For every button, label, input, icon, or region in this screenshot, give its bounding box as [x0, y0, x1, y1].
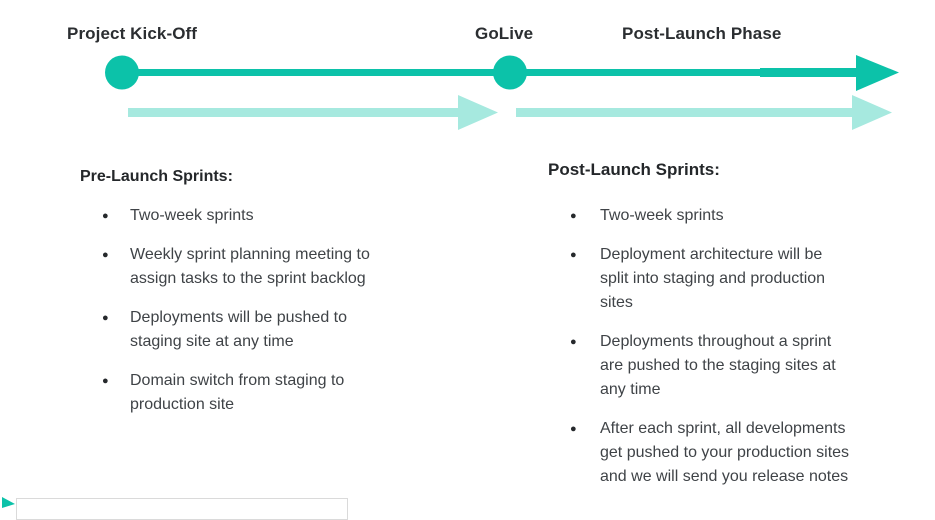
- cropped-textbox[interactable]: [16, 498, 348, 520]
- post-launch-bullet-list: ● Two-week sprints ● Deployment architec…: [548, 204, 898, 489]
- prelaunch-arrowhead-icon: [458, 95, 498, 130]
- postlaunch-arrowhead-icon: [852, 95, 892, 130]
- bullet-icon: ●: [570, 210, 577, 222]
- milestone-label-golive: GoLive: [475, 24, 534, 43]
- timeline-graphic: [105, 55, 899, 130]
- bullet-text: Deployment architecture will be split in…: [600, 246, 826, 311]
- pre-launch-bullet-list: ● Two-week sprints ● Weekly sprint plann…: [80, 204, 390, 417]
- pre-launch-section: Pre-Launch Sprints: ● Two-week sprints ●…: [80, 168, 390, 432]
- timeline-arrow-shaft: [760, 68, 858, 77]
- milestone-label-project-kickoff: Project Kick-Off: [67, 24, 198, 43]
- bullet-text: Two-week sprints: [600, 207, 724, 224]
- timeline-arrowhead-icon: [856, 55, 899, 91]
- postlaunch-arrow-shaft: [516, 108, 854, 117]
- post-launch-heading: Post-Launch Sprints:: [548, 160, 720, 179]
- bullet-icon: ●: [102, 375, 109, 387]
- bullet-text: Deployments throughout a sprint are push…: [600, 333, 836, 398]
- bullet-text: Weekly sprint planning meeting to assign…: [130, 246, 370, 287]
- bullet-icon: ●: [102, 312, 109, 324]
- post-launch-section: Post-Launch Sprints: ● Two-week sprints …: [548, 160, 898, 504]
- bullet-text: After each sprint, all developments get …: [600, 420, 850, 485]
- list-item: ● Deployments will be pushed to staging …: [102, 306, 390, 354]
- list-item: ● After each sprint, all developments ge…: [570, 417, 898, 489]
- kickoff-milestone-dot: [105, 55, 139, 90]
- list-item: ● Domain switch from staging to producti…: [102, 369, 390, 417]
- golive-milestone-dot: [493, 55, 527, 90]
- bullet-text: Two-week sprints: [130, 207, 254, 224]
- pre-launch-heading: Pre-Launch Sprints:: [80, 168, 233, 185]
- list-item: ● Two-week sprints: [102, 204, 390, 228]
- milestone-label-post-launch-phase: Post-Launch Phase: [622, 24, 782, 43]
- prelaunch-arrow-shaft: [128, 108, 460, 117]
- bullet-icon: ●: [570, 249, 577, 261]
- bullet-icon: ●: [570, 336, 577, 348]
- bullet-text: Deployments will be pushed to staging si…: [130, 309, 348, 350]
- list-item: ● Two-week sprints: [570, 204, 898, 228]
- teal-pointer-icon: [2, 497, 15, 508]
- bullet-text: Domain switch from staging to production…: [130, 372, 345, 413]
- list-item: ● Deployments throughout a sprint are pu…: [570, 330, 898, 402]
- timeline-line: [122, 69, 822, 76]
- bullet-icon: ●: [570, 423, 577, 435]
- list-item: ● Deployment architecture will be split …: [570, 243, 898, 315]
- bullet-icon: ●: [102, 249, 109, 261]
- list-item: ● Weekly sprint planning meeting to assi…: [102, 243, 390, 291]
- bullet-icon: ●: [102, 210, 109, 222]
